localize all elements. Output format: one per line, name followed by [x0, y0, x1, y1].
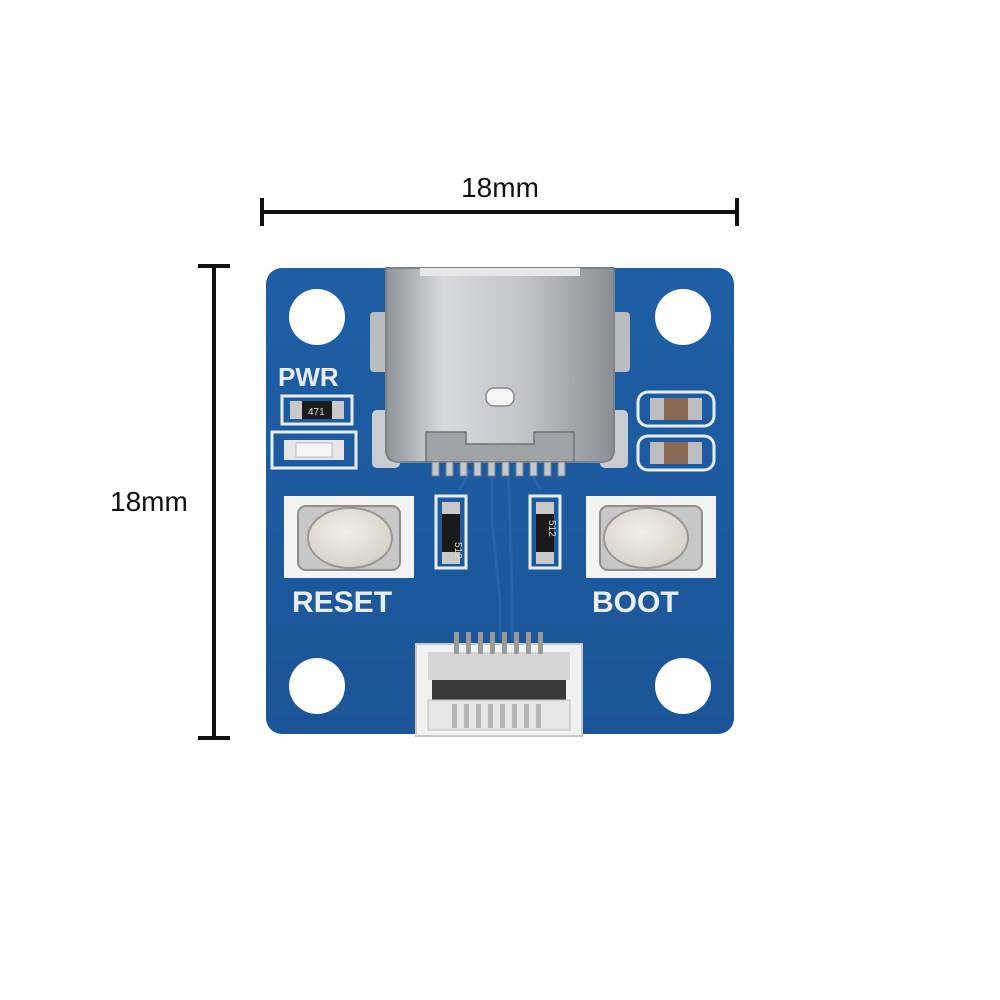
resistor-left-code: 512	[452, 542, 463, 559]
height-dimension-cap-top	[198, 264, 230, 268]
height-dimension-line	[212, 266, 216, 738]
mounting-hole-top-left	[289, 289, 345, 345]
width-dimension-cap-left	[260, 198, 264, 226]
width-dimension-cap-right	[735, 198, 739, 226]
mounting-hole-bottom-right	[655, 658, 711, 714]
mounting-hole-top-right	[655, 289, 711, 345]
resistor-right-code: 512	[546, 520, 557, 537]
pcb-board	[266, 268, 734, 734]
smd-component-bottom-right	[636, 434, 716, 472]
resistor-left: 512	[434, 494, 468, 570]
height-dimension-label: 18mm	[110, 486, 188, 517]
pwr-led	[270, 430, 358, 470]
usb-c-connector	[370, 267, 630, 477]
boot-label: BOOT	[592, 586, 679, 619]
pwr-label: PWR	[278, 362, 339, 392]
width-dimension-line	[262, 210, 738, 214]
reset-label: RESET	[292, 586, 392, 619]
boot-button	[586, 496, 716, 578]
width-dimension-label: 18mm	[461, 172, 539, 203]
pwr-resistor-code: 471	[308, 407, 325, 418]
reset-button	[284, 496, 414, 578]
height-dimension-cap-bottom	[198, 736, 230, 740]
smd-component-top-right	[636, 390, 716, 428]
resistor-right: 512	[528, 494, 562, 570]
mounting-hole-bottom-left	[289, 658, 345, 714]
pwr-resistor: 471	[280, 394, 354, 426]
fpc-connector	[415, 632, 583, 737]
